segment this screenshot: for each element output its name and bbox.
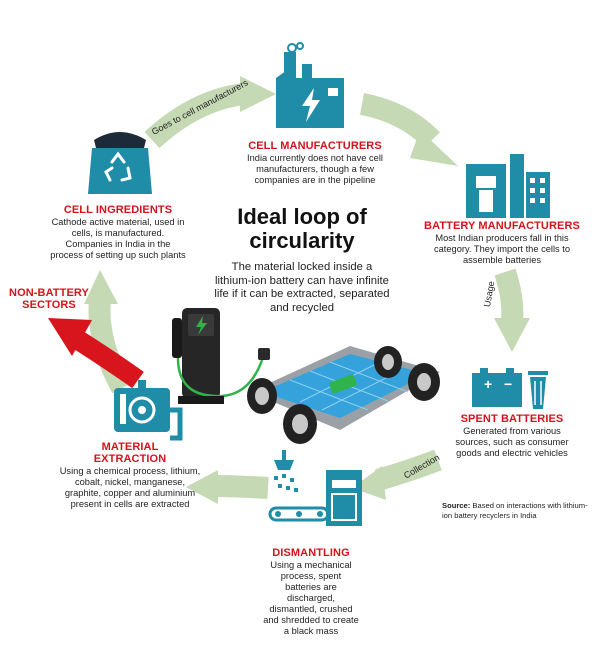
arrowhead-battery: [410, 130, 458, 166]
stage-title: CELL MANUFACTURERS: [248, 140, 382, 152]
stage-dismantling: DISMANTLING Using a mechanical process, …: [262, 547, 360, 637]
arrow-extraction-to-ingredients: [88, 298, 132, 394]
stage-description: Using a chemical process, lithium, cobal…: [59, 466, 201, 509]
stage-description: Generated from various sources, such as …: [455, 426, 569, 458]
stage-title-line1: MATERIAL: [101, 441, 159, 453]
charger-illustration: [172, 308, 270, 404]
arrowhead-cell: [240, 76, 276, 112]
recycle-sack-icon: [88, 132, 152, 194]
stage-cell-manufacturers: CELL MANUFACTURERS India currently does …: [240, 140, 390, 186]
source-text: Based on interactions with lithium-ion b…: [442, 501, 588, 520]
battery-bin-icon: + −: [472, 368, 548, 409]
center-headline-block: Ideal loop of circularity The material l…: [212, 205, 392, 315]
stage-material-extraction: MATERIAL EXTRACTION Using a chemical pro…: [56, 441, 204, 510]
non-battery-sectors-label: NON-BATTERY SECTORS: [8, 287, 90, 311]
headline-line1: Ideal loop of: [237, 204, 367, 229]
arrow-ingredients-to-cell: [144, 83, 246, 149]
arrow-cell-to-battery: [359, 93, 440, 148]
arrowhead-dismantling: [352, 466, 386, 500]
headline-subtitle: The material locked inside a lithium-ion…: [214, 261, 390, 314]
non-battery-line1: NON-BATTERY: [9, 287, 89, 299]
stage-description: Cathode active material, used in cells, …: [50, 217, 186, 260]
arrowhead-spent: [494, 318, 530, 352]
crusher-conveyor-icon: [268, 450, 362, 526]
stage-title: DISMANTLING: [272, 547, 350, 559]
source-note: Source: Based on interactions with lithi…: [442, 501, 597, 520]
extraction-tank-icon: [114, 380, 183, 441]
stage-title: CELL INGREDIENTS: [63, 204, 173, 216]
source-label: Source:: [442, 501, 471, 510]
stage-description: Most Indian producers fall in this categ…: [433, 233, 571, 265]
ev-chassis-illustration: [247, 346, 440, 444]
factory-lightning-icon: [276, 42, 344, 128]
headline-line2: circularity: [249, 228, 355, 253]
arrow-battery-to-spent: [494, 268, 524, 322]
non-battery-line2: SECTORS: [22, 299, 76, 311]
arrow-dismantling-to-extraction: [213, 475, 269, 499]
stage-description: Using a mechanical process, spent batter…: [263, 560, 359, 636]
arrowhead-extraction: [186, 470, 218, 504]
arrowhead-ingredients: [84, 270, 118, 304]
battery-factory-icon: [466, 154, 550, 218]
stage-title: BATTERY MANUFACTURERS: [424, 220, 580, 232]
svg-text:−: −: [504, 376, 512, 392]
stage-title: SPENT BATTERIES: [460, 413, 564, 425]
svg-text:+: +: [484, 376, 492, 392]
stage-title-line2: EXTRACTION: [93, 453, 167, 465]
stage-spent-batteries: SPENT BATTERIES Generated from various s…: [448, 413, 576, 459]
stage-description: India currently does not have cell manuf…: [247, 153, 383, 185]
stage-cell-ingredients: CELL INGREDIENTS Cathode active material…: [48, 204, 188, 261]
arrowhead-non-battery: [48, 318, 92, 356]
stage-battery-manufacturers: BATTERY MANUFACTURERS Most Indian produc…: [416, 220, 588, 266]
